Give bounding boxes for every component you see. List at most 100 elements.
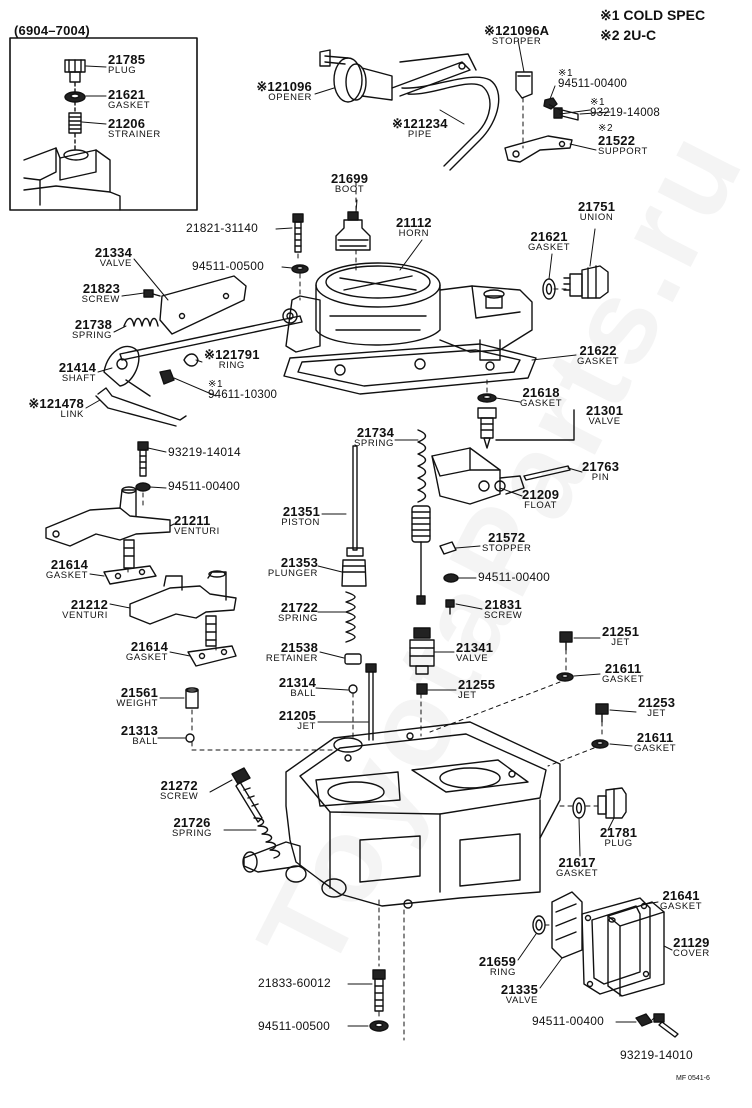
label-21611a: 21611 GASKET <box>602 662 644 685</box>
part-number: ※121096 <box>256 79 312 94</box>
ring-21791 <box>183 353 199 367</box>
nut-small <box>543 97 558 110</box>
part-number: 21351 <box>282 504 320 519</box>
boot-part <box>335 211 371 251</box>
part-name: GASKET <box>125 652 168 663</box>
label-21823: 21823 SCREW <box>66 282 120 305</box>
label-21561: 21561 WEIGHT <box>104 686 158 709</box>
label-93219-14010: 93219-14010 <box>620 1048 693 1062</box>
part-number: 21206 <box>108 116 146 131</box>
label-21738: 21738 SPRING <box>30 318 112 341</box>
part-number: 21112 <box>396 215 432 230</box>
part-name: BALL <box>290 688 316 699</box>
weight-21561 <box>185 687 199 709</box>
label-21314: 21314 BALL <box>262 676 316 699</box>
label-93219-14014: 93219-14014 <box>168 445 241 459</box>
part-name: JET <box>458 690 477 701</box>
part-number: 21572 <box>488 530 526 545</box>
bracket-21301 <box>495 409 575 441</box>
part-number: ※121478 <box>28 396 84 411</box>
label-21833-60012: 21833-60012 <box>258 976 331 990</box>
part-number: 21614 <box>130 639 168 654</box>
ring-21659 <box>532 915 546 935</box>
part-name: SPRING <box>353 438 394 449</box>
label-21614a: 21614 GASKET <box>30 558 88 581</box>
label-21791: ※121791 RING <box>204 348 260 371</box>
inset-label-gasket: 21621 GASKET <box>108 88 150 111</box>
inset-gasket <box>64 91 86 103</box>
part-number: 21831 <box>484 597 522 612</box>
part-name: SPRING <box>71 330 112 341</box>
part-name: JET <box>611 637 630 648</box>
part-number: 21212 <box>70 597 108 612</box>
label-21313: 21313 BALL <box>106 724 158 747</box>
part-name: JET <box>647 708 666 719</box>
part-name: FLOAT <box>524 500 558 511</box>
label-94511-00500-bottom: 94511-00500 <box>258 1019 331 1033</box>
part-name: PLUG <box>108 65 137 76</box>
part-name: VENTURI <box>62 610 108 621</box>
label-94611-10300: ※1 94611-10300 <box>208 380 277 402</box>
part-name: VALVE <box>99 258 132 269</box>
label-21621b: 21621 GASKET <box>528 230 570 253</box>
part-name: SPRING <box>172 828 213 839</box>
part-name: GASKET <box>577 356 620 367</box>
jet-21255 <box>416 683 428 695</box>
part-number: 21334 <box>94 245 132 260</box>
part-name: SUPPORT <box>598 146 648 157</box>
label-21831: 21831 SCREW <box>484 598 522 621</box>
plunger-21353 <box>341 559 367 587</box>
pin-21763 <box>523 465 571 481</box>
screw-93219-14010 <box>653 1013 679 1038</box>
part-name: PISTON <box>281 517 320 528</box>
figure-code: MF 0541-6 <box>676 1075 710 1082</box>
part-number: 21522 <box>598 133 636 148</box>
part-number: 21561 <box>120 685 158 700</box>
nut-94611 <box>159 369 175 385</box>
label-21751: 21751 UNION <box>578 200 615 223</box>
part-number: 21622 <box>579 343 617 358</box>
plug-21781 <box>597 787 627 819</box>
jet-21253 <box>595 703 609 723</box>
label-21096a: ※121096A STOPPER <box>484 24 549 47</box>
label-21538: 21538 RETAINER <box>246 641 318 664</box>
part-name: PLUG <box>604 838 633 849</box>
label-21212: 21212 VENTURI <box>40 598 108 621</box>
screw-small <box>553 107 579 121</box>
part-name: SCREW <box>81 294 120 305</box>
gasket-21641 <box>581 897 651 995</box>
piston-body <box>411 505 431 605</box>
part-name: HORN <box>398 228 430 239</box>
label-94511-00400-top: ※1 94511-00400 <box>558 69 627 91</box>
part-number: 94611-10300 <box>208 389 278 401</box>
nut-94511-right <box>443 573 459 583</box>
label-21478: ※121478 LINK <box>14 397 84 420</box>
part-number: 21738 <box>74 317 112 332</box>
gasket-21614b <box>187 645 237 667</box>
valve-21335 <box>551 891 583 959</box>
valve-21341 <box>409 627 435 675</box>
gasket-21618 <box>477 393 497 403</box>
part-number: 21205 <box>278 708 316 723</box>
part-number: 21211 <box>174 513 211 528</box>
part-name: OPENER <box>268 92 312 103</box>
part-number: 94511-00400 <box>558 78 628 90</box>
spring-21734 <box>417 429 427 503</box>
inset-strainer <box>68 112 82 134</box>
part-name: GASKET <box>602 674 645 685</box>
inset-plug <box>64 59 86 83</box>
label-21726: 21726 SPRING <box>172 816 212 839</box>
jet-21205 <box>365 663 377 741</box>
part-name: UNION <box>579 212 614 223</box>
valve-21301 <box>477 407 497 449</box>
label-21234: ※121234 PIPE <box>392 117 448 140</box>
label-21096: ※121096 OPENER <box>240 80 312 103</box>
part-number: 21611 <box>604 661 642 676</box>
opener-diaphragm <box>319 49 477 103</box>
label-21209: 21209 FLOAT <box>522 488 559 511</box>
part-number: 21699 <box>331 171 369 186</box>
label-21781: 21781 PLUG <box>600 826 637 849</box>
label-21618: 21618 GASKET <box>520 386 562 409</box>
leader-lines <box>81 39 673 1027</box>
